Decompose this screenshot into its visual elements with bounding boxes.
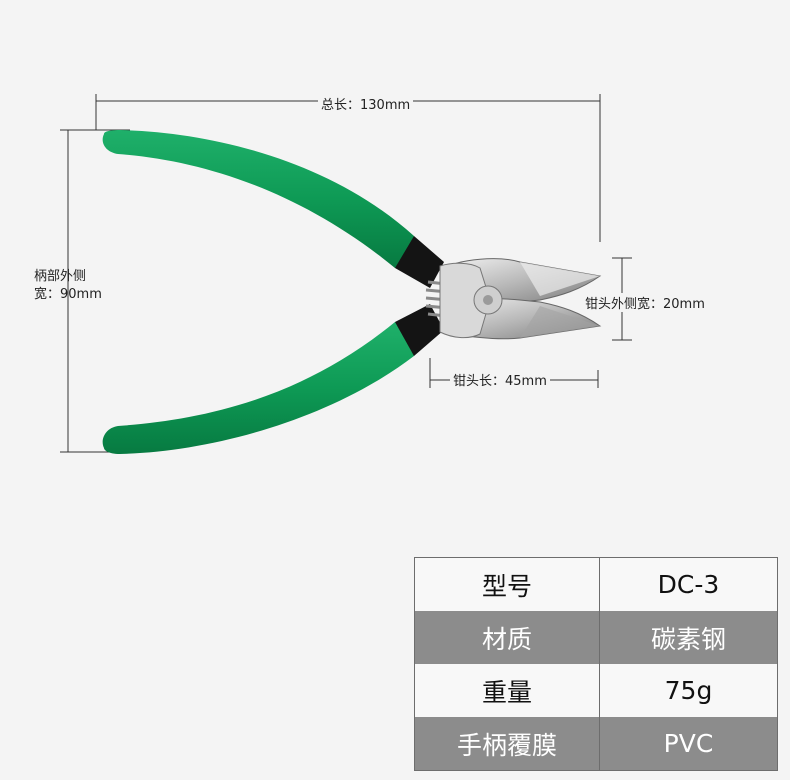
- table-row: 重量 75g: [414, 664, 778, 717]
- spec-value: DC-3: [599, 557, 778, 611]
- lower-handle: [102, 304, 444, 454]
- head-width-label: 钳头外侧宽：20mm: [582, 293, 708, 312]
- plier-head: [439, 258, 602, 340]
- spec-label: 型号: [414, 557, 600, 611]
- handle-width-label: 柄部外侧 宽：90mm: [34, 268, 102, 304]
- upper-handle: [102, 130, 444, 288]
- head-length-label: 钳头长：45mm: [450, 370, 550, 389]
- spec-label: 手柄覆膜: [414, 717, 600, 771]
- table-row: 手柄覆膜 PVC: [414, 717, 778, 771]
- total-length-label: 总长：130mm: [318, 94, 414, 113]
- spec-value: PVC: [599, 717, 778, 771]
- spec-value: 碳素钢: [599, 611, 778, 664]
- table-row: 材质 碳素钢: [414, 611, 778, 664]
- spec-label: 材质: [414, 611, 600, 664]
- spec-table: 型号 DC-3 材质 碳素钢 重量 75g 手柄覆膜 PVC: [414, 557, 778, 771]
- spec-value: 75g: [599, 664, 778, 717]
- handle-width-label-line1: 柄部外侧: [34, 269, 87, 284]
- handle-width-label-line2: 宽：90mm: [34, 287, 102, 302]
- pliers-illustration: [60, 94, 632, 454]
- spec-label: 重量: [414, 664, 600, 717]
- table-row: 型号 DC-3: [414, 557, 778, 611]
